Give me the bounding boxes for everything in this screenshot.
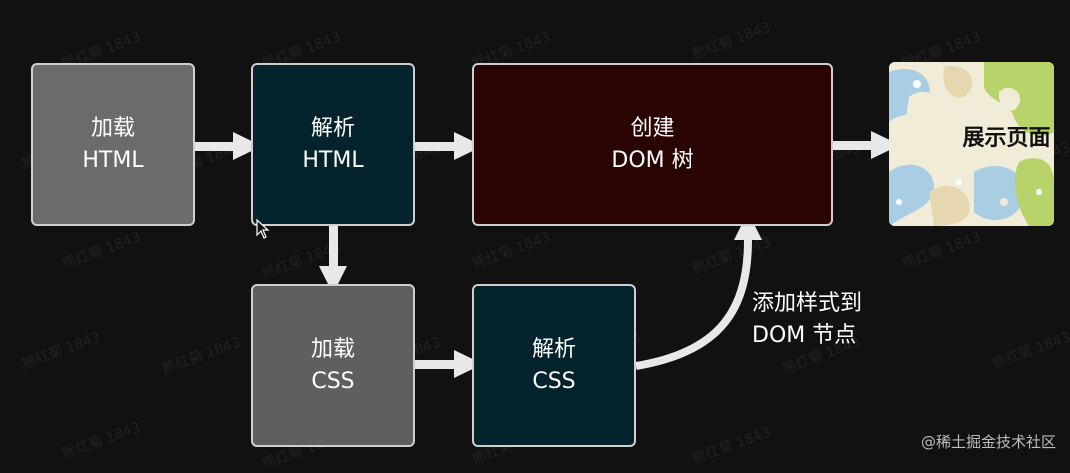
arrow-load-css-to-parse-css — [415, 350, 483, 378]
node-parse-html-line2: HTML — [302, 147, 364, 173]
arrow-parse-css-to-create-dom — [635, 212, 762, 370]
node-parse-css-line2: CSS — [532, 368, 576, 394]
node-load-html-line2: HTML — [82, 147, 144, 173]
node-load-css: 加载 CSS — [251, 284, 415, 447]
node-parse-css-line1: 解析 — [531, 336, 576, 362]
node-load-css-line2: CSS — [311, 368, 355, 394]
arrow-load-html-to-parse-html — [195, 132, 262, 160]
arrow-parse-html-to-load-css — [319, 226, 347, 294]
node-load-css-line1: 加载 — [310, 336, 355, 362]
node-parse-css: 解析 CSS — [472, 284, 636, 447]
node-create-dom-line2: DOM 树 — [611, 147, 694, 173]
arrow-parse-html-to-create-dom — [415, 132, 483, 160]
node-create-dom-line1: 创建 — [630, 115, 675, 141]
edge-label-line2: DOM 节点 — [752, 323, 857, 348]
node-show-page: 展示页面 — [889, 62, 1054, 226]
mouse-pointer-icon — [256, 219, 270, 239]
node-load-html-line1: 加载 — [90, 115, 135, 141]
node-create-dom: 创建 DOM 树 — [472, 63, 833, 226]
credit-text: @稀土掘金技术社区 — [920, 433, 1056, 451]
page-illustration-icon — [889, 62, 1054, 226]
arrow-create-dom-to-show-page — [833, 131, 900, 159]
edge-label-add-styles: 添加样式到 DOM 节点 — [752, 288, 862, 352]
node-show-page-label: 展示页面 — [962, 126, 1051, 151]
node-parse-html: 解析 HTML — [251, 63, 415, 226]
node-load-html: 加载 HTML — [31, 63, 195, 226]
edge-label-line1: 添加样式到 — [752, 291, 863, 316]
node-parse-html-line1: 解析 — [310, 115, 355, 141]
